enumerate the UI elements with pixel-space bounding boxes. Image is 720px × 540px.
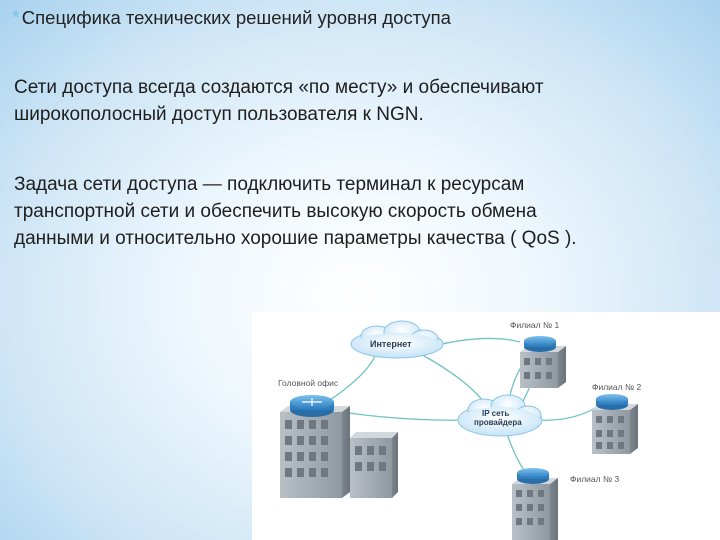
slide-title: *Специфика технических решений уровня до…: [12, 6, 702, 30]
paragraph-2: Задача сети доступа — подключить термина…: [14, 171, 694, 252]
paragraph-1-line-1: Сети доступа всегда создаются «по месту»…: [14, 77, 544, 98]
branch-3-building-icon: [512, 468, 558, 540]
link-head-office-internet: [326, 349, 378, 403]
paragraph-2-line-3: данными и относительно хорошие параметры…: [14, 228, 577, 249]
branch-2-building-icon: [592, 394, 638, 454]
branch-2-label: Филиал № 2: [592, 382, 641, 392]
paragraph-1: Сети доступа всегда создаются «по месту»…: [14, 74, 694, 128]
branch-1-building-icon: [520, 336, 566, 388]
router-icon: [290, 395, 334, 417]
ip-network-cloud-icon: [457, 394, 543, 437]
internet-cloud-icon: [350, 320, 444, 359]
branch-1-label: Филиал № 1: [510, 320, 559, 330]
paragraph-1-line-2: широкополосный доступ пользователя к NGN…: [14, 104, 424, 125]
link-internet-ip: [416, 351, 488, 408]
title-marker: *: [12, 7, 20, 29]
head-office-label: Головной офис: [278, 378, 339, 388]
network-diagram-svg: Интернет IP сеть провайдера: [278, 320, 641, 540]
ip-network-label-line-1: IP сеть: [482, 409, 509, 418]
link-ip-branch3: [506, 433, 528, 475]
ip-network-label-line-2: провайдера: [474, 418, 522, 427]
link-ip-branch2: [536, 406, 598, 421]
internet-label: Интернет: [370, 339, 412, 349]
network-diagram: Интернет IP сеть провайдера: [252, 312, 720, 540]
branch-3-label: Филиал № 3: [570, 474, 619, 484]
paragraph-2-line-2: транспортной сети и обеспечить высокую с…: [14, 201, 537, 222]
head-office-building-icon: [280, 406, 398, 498]
title-text: Специфика технических решений уровня дос…: [21, 7, 451, 28]
paragraph-2-line-1: Задача сети доступа — подключить термина…: [14, 174, 525, 195]
